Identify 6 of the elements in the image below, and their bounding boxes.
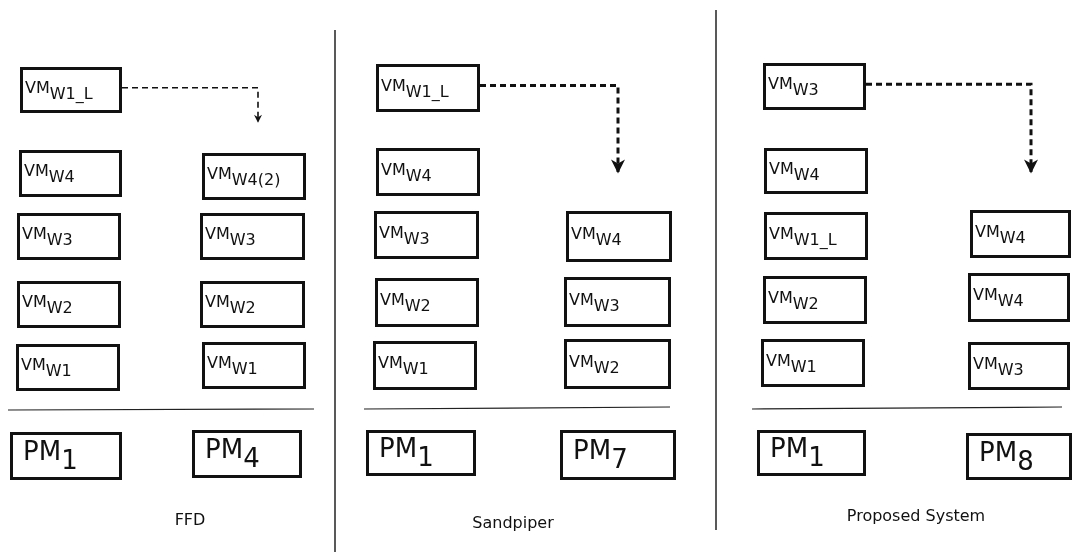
panel-caption: Proposed System: [846, 506, 986, 525]
panel-caption: FFD: [174, 510, 206, 529]
dashed-arrow: [866, 82, 1038, 174]
dashed-arrow: [121, 86, 262, 123]
dashed-arrow: [480, 84, 625, 174]
panel-caption: Sandpiper: [472, 513, 554, 532]
